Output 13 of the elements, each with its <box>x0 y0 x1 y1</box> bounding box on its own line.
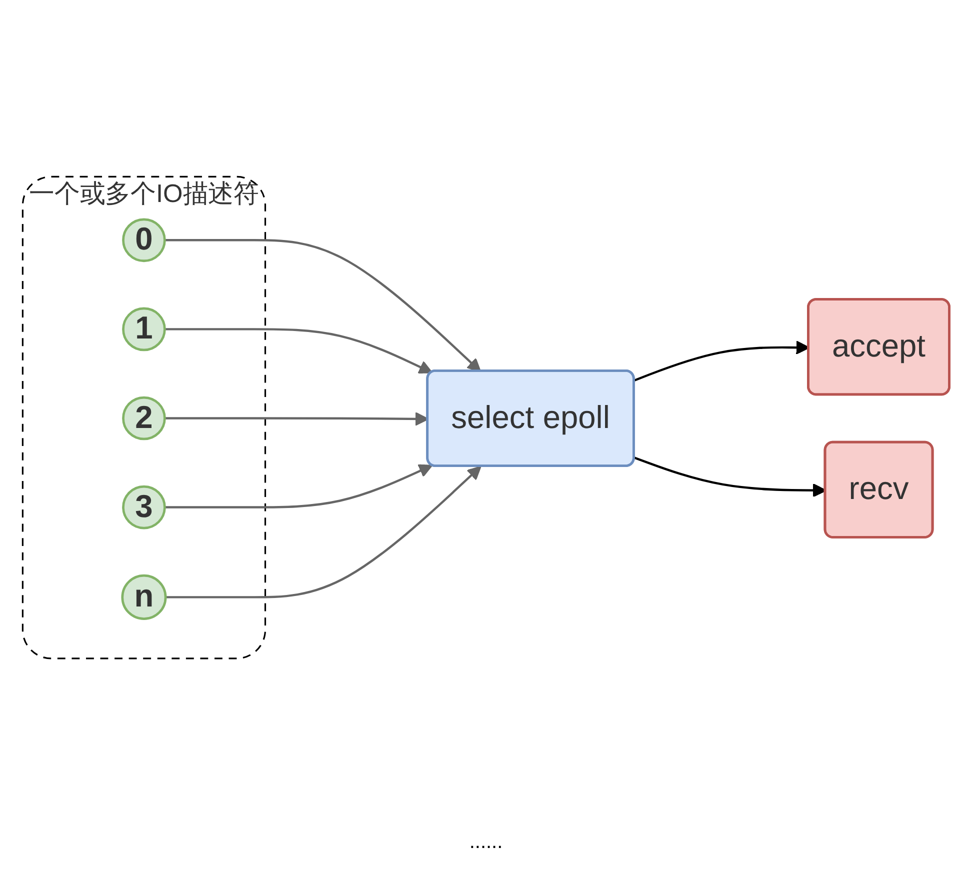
process-box: recv <box>824 440 934 538</box>
process-box: accept <box>807 298 950 396</box>
process-box: select epoll <box>426 369 635 467</box>
descriptor-circle: 2 <box>122 396 166 440</box>
ellipsis-text: ...... <box>469 831 503 854</box>
arrow <box>166 466 482 598</box>
arrow <box>164 328 433 374</box>
arrow <box>164 238 482 372</box>
descriptor-circle: 1 <box>122 307 166 352</box>
descriptor-circle: 3 <box>122 485 166 530</box>
descriptor-circle: 0 <box>122 218 166 262</box>
descriptor-circle: n <box>121 574 167 620</box>
arrow <box>164 464 433 508</box>
